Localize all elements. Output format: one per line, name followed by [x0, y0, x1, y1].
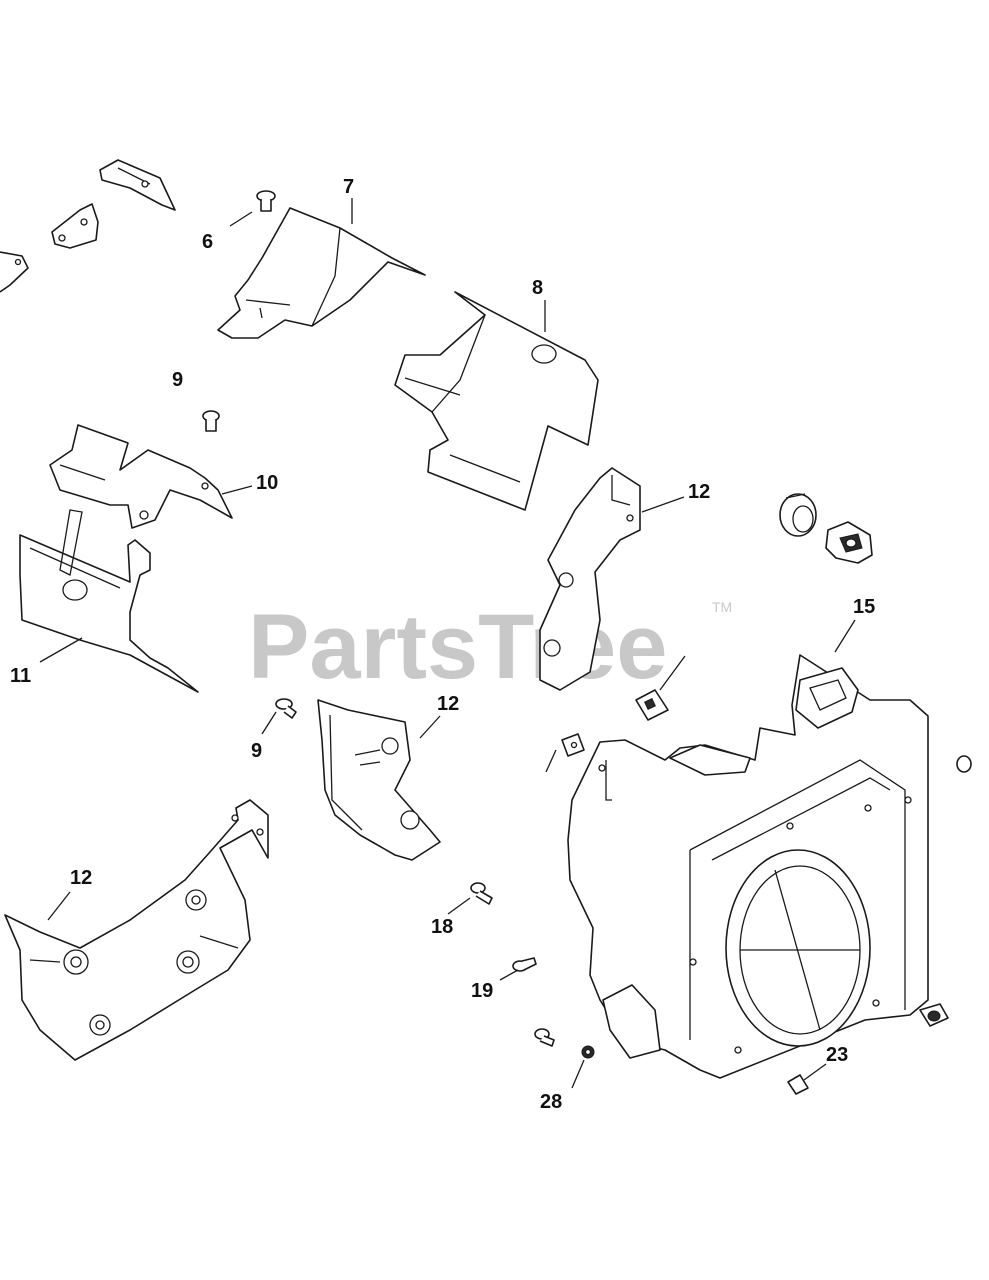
part-19-screw: [512, 957, 537, 972]
callout-12-upper: 12: [688, 481, 710, 503]
callout-18: 18: [431, 916, 453, 938]
callout-19: 19: [471, 980, 493, 1002]
partial-bracket-left: [51, 203, 99, 249]
callout-11: 11: [10, 665, 31, 687]
part-bolt: [534, 1028, 555, 1047]
callout-8: 8: [532, 277, 543, 299]
part-8-baffle: [394, 291, 599, 511]
partial-plate-edge-left: [0, 251, 29, 293]
part-12-bracket-upper: [539, 467, 641, 691]
callout-6: 6: [202, 231, 213, 253]
watermark-text: PartsTree: [248, 596, 667, 698]
part-square-nut: [635, 689, 669, 721]
part-18-screw: [470, 882, 493, 905]
part-15-blower-housing: [567, 654, 929, 1079]
part-threaded-insert: [919, 1003, 949, 1027]
part-9-screw-lower: [275, 698, 297, 719]
part-12-bracket-middle: [317, 699, 441, 861]
callout-labels: 6 7 8 9 10 11 12 15 9 12 12 18 19 23 28: [10, 176, 875, 1113]
callout-12-lower: 12: [70, 867, 92, 889]
leader-lines: [39, 198, 856, 1089]
part-23-nut: [787, 1074, 809, 1095]
callout-28: 28: [540, 1091, 562, 1113]
part-washer: [956, 755, 972, 773]
callout-12-middle: 12: [437, 693, 459, 715]
callout-9-upper: 9: [172, 369, 183, 391]
callout-23: 23: [826, 1044, 848, 1066]
partial-part-top-left: [99, 159, 176, 211]
part-11-shield: [19, 509, 199, 693]
callout-15: 15: [853, 596, 875, 618]
part-28-nut: [581, 1045, 595, 1059]
callout-7: 7: [343, 176, 354, 198]
part-bushing: [825, 521, 873, 564]
callout-9-lower: 9: [251, 740, 262, 762]
part-12-bracket-lower: [4, 799, 269, 1061]
part-7-shroud-plate: [217, 207, 426, 339]
part-clip: [561, 733, 585, 757]
callout-10: 10: [256, 472, 278, 494]
part-6-screw: [256, 190, 276, 212]
part-cap: [779, 493, 817, 537]
part-9-screw-upper: [202, 410, 220, 432]
watermark-trademark: TM: [712, 599, 732, 615]
part-10-baffle: [49, 424, 233, 529]
